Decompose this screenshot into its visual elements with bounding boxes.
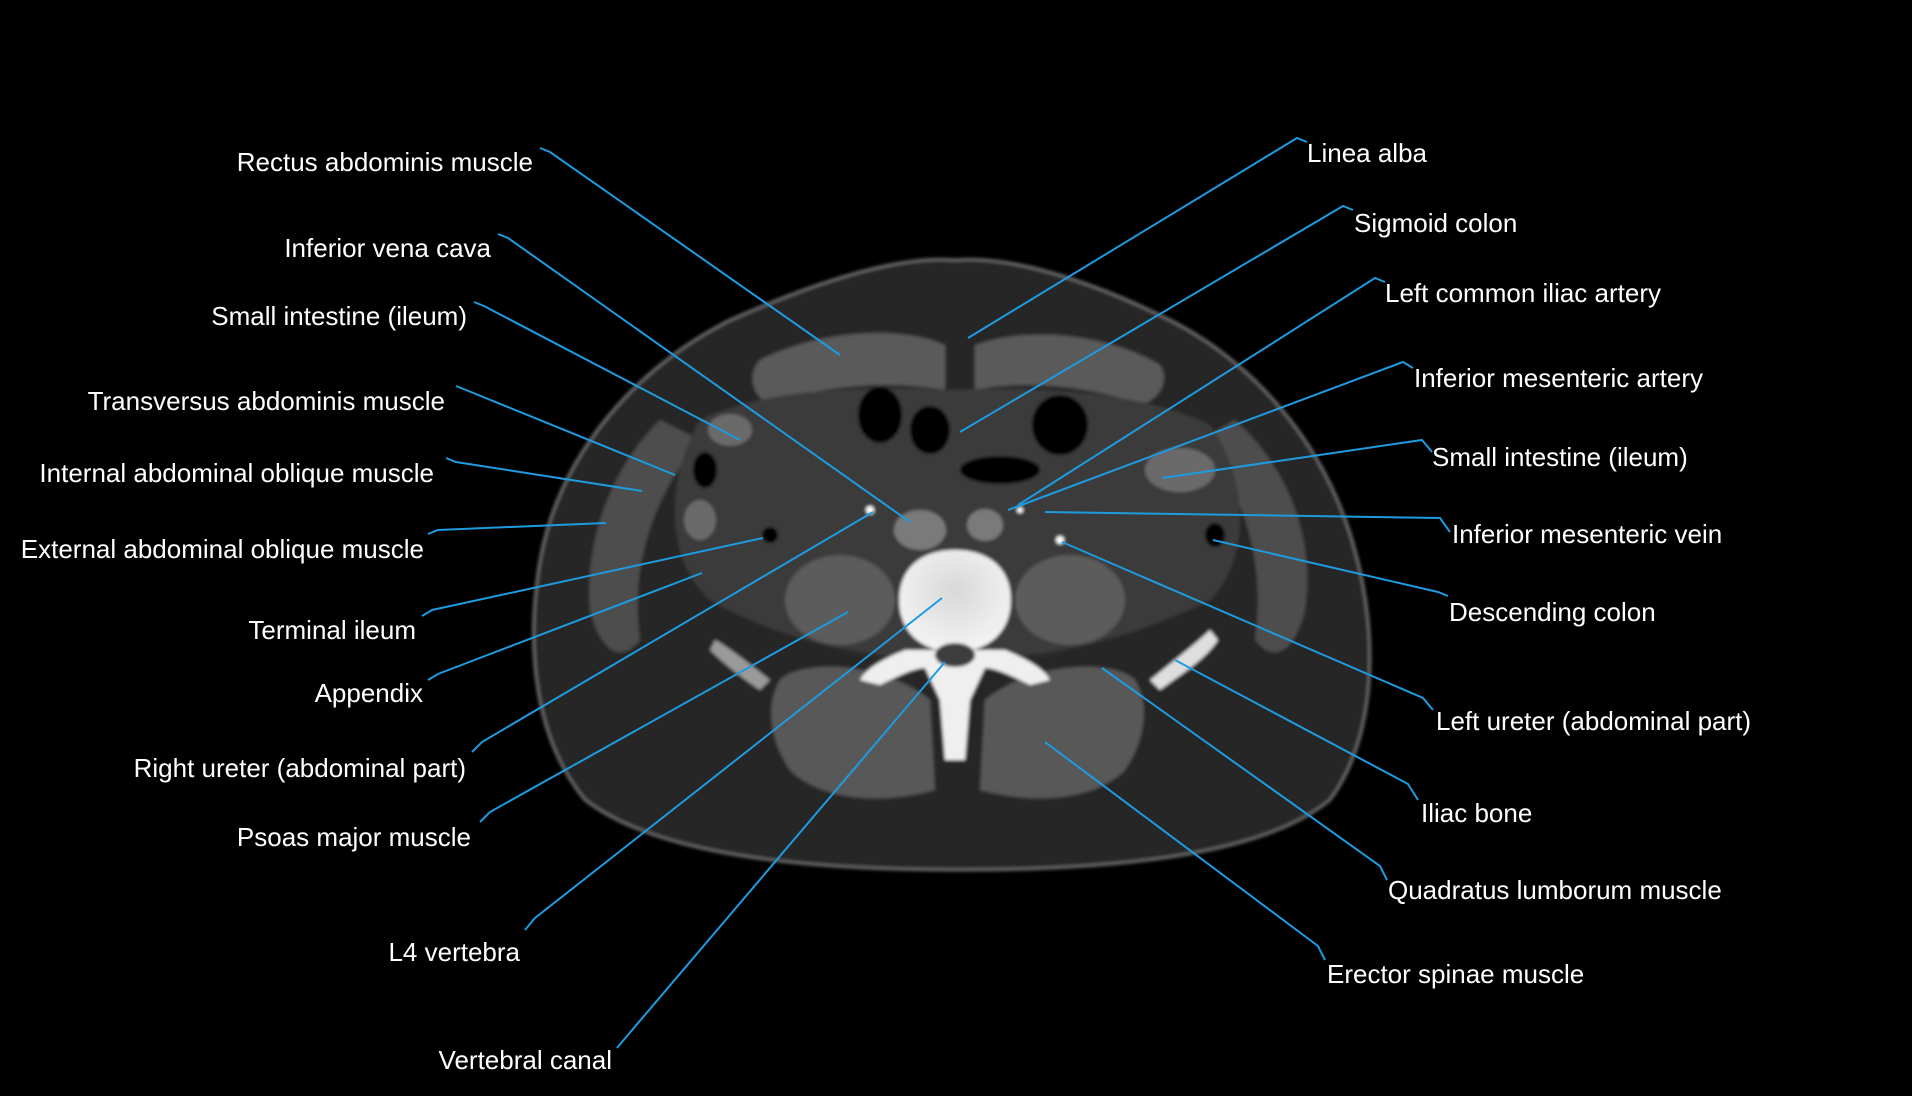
leader-line: [616, 661, 946, 1049]
erector-left-shape: [980, 666, 1144, 799]
leader-line: [497, 233, 911, 523]
leader-line: [1044, 511, 1451, 533]
label-terminal-ileum: Terminal ileum: [248, 615, 416, 645]
label-linea-alba: Linea alba: [1307, 138, 1427, 168]
label-inferior-mesenteric-vein: Inferior mesenteric vein: [1452, 519, 1723, 549]
label-right-ureter: Right ureter (abdominal part): [133, 753, 466, 783]
rectus-left-shape: [975, 334, 1164, 405]
leader-line: [1007, 360, 1414, 511]
leader-line: [479, 611, 849, 823]
iliac-bone-left-shape: [1150, 630, 1218, 690]
right-flank-muscles: [589, 420, 700, 653]
label-psoas-major-muscle: Psoas major muscle: [236, 822, 471, 852]
leader-line: [455, 385, 676, 476]
label-appendix: Appendix: [314, 678, 423, 708]
psoas-right-shape: [785, 555, 895, 645]
spinal-canal: [935, 643, 975, 667]
psoas-left-shape: [1015, 555, 1125, 645]
vertebral-arch: [860, 650, 1050, 760]
label-iliac-bone: Iliac bone: [1421, 798, 1533, 828]
leader-line: [421, 537, 764, 617]
leader-line: [473, 301, 741, 441]
leader-line: [427, 522, 607, 535]
label-external-abdominal-oblique-muscle: External abdominal oblique muscle: [20, 534, 424, 564]
leader-line: [1017, 276, 1386, 506]
iliac-bone-right-shape: [710, 640, 770, 690]
label-inferior-mesenteric-artery: Inferior mesenteric artery: [1414, 363, 1703, 393]
bowel-gas: [693, 387, 1225, 547]
leader-line: [445, 457, 643, 492]
leader-line: [1174, 659, 1419, 801]
leader-line: [1212, 539, 1449, 597]
leader-line: [524, 597, 943, 931]
leader-line: [1061, 541, 1434, 711]
label-transversus-abdominis-muscle: Transversus abdominis muscle: [87, 386, 445, 416]
label-l4-vertebra: L4 vertebra: [388, 937, 520, 967]
leader-line: [1101, 667, 1388, 881]
label-internal-abdominal-oblique-muscle: Internal abdominal oblique muscle: [39, 458, 434, 488]
rectus-right-shape: [752, 333, 945, 405]
leader-line: [1044, 741, 1326, 961]
leader-line: [1161, 438, 1433, 479]
label-sigmoid-colon: Sigmoid colon: [1354, 208, 1518, 238]
leader-line: [967, 136, 1308, 339]
label-quadratus-lumborum-muscle: Quadratus lumborum muscle: [1388, 875, 1722, 905]
vertebral-body: [899, 550, 1011, 652]
label-erector-spinae-muscle: Erector spinae muscle: [1327, 959, 1585, 989]
label-left-common-iliac-artery: Left common iliac artery: [1385, 278, 1661, 308]
label-rectus-abdominis-muscle: Rectus abdominis muscle: [236, 147, 533, 177]
ct-slice: [532, 257, 1372, 872]
leader-line: [427, 572, 703, 681]
leader-line: [959, 204, 1354, 433]
label-descending-colon: Descending colon: [1449, 597, 1656, 627]
label-vertebral-canal: Vertebral canal: [438, 1045, 612, 1075]
bowel-loops: [684, 414, 1215, 540]
label-small-intestine-ileum-left: Small intestine (ileum): [211, 301, 467, 331]
label-left-ureter: Left ureter (abdominal part): [1436, 706, 1752, 736]
label-inferior-vena-cava: Inferior vena cava: [284, 233, 491, 263]
label-small-intestine-ileum-right: Small intestine (ileum): [1432, 442, 1688, 472]
leader-line: [471, 511, 874, 753]
leader-line: [539, 147, 841, 356]
leader-lines: [421, 136, 1451, 1049]
